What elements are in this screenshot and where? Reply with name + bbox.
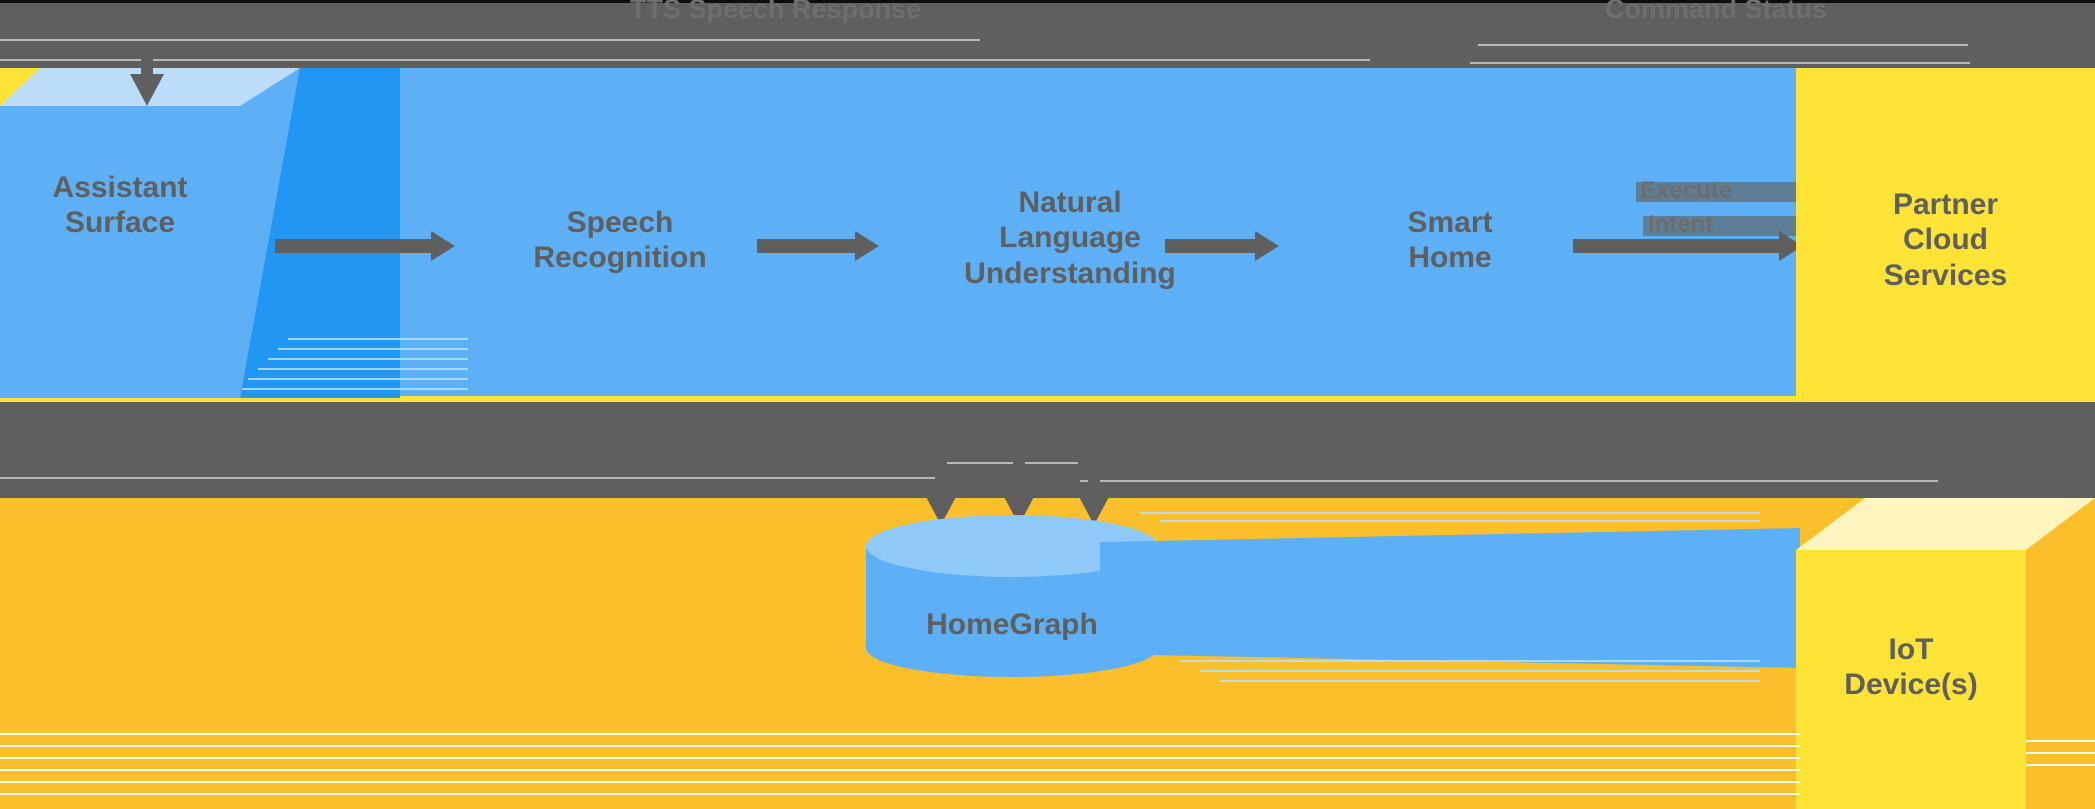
artifact-scanline — [242, 388, 468, 390]
edge-label-execute-intent-line1: Execute — [1640, 177, 1733, 204]
iot-devices-front-face — [1796, 550, 2026, 809]
artifact-scanline — [0, 745, 1800, 747]
arrow-shaft — [275, 239, 433, 253]
edge-label-tts-speech-response: TTS Speech Response — [630, 0, 922, 24]
assistant-surface-front-face — [0, 106, 240, 398]
yellow-divider-band — [0, 396, 2095, 402]
arrow-head — [130, 74, 164, 106]
top-hairline — [0, 0, 2095, 3]
artifact-scanline — [1220, 680, 1760, 682]
artifact-scanline — [2026, 752, 2095, 754]
artifact-scanline — [1200, 670, 1760, 672]
artifact-scanline — [288, 338, 468, 340]
arrow-nlu-to-smarthome — [1165, 231, 1279, 261]
arrow-shaft — [1165, 239, 1257, 253]
execute-intent-smear-2 — [1643, 216, 1798, 236]
arrow-smarthome-to-partner — [1573, 231, 1803, 261]
artifact-scanline — [248, 378, 468, 380]
artifact-scanline — [1160, 520, 1760, 522]
homegraph-bus-line-left — [0, 477, 940, 479]
artifact-scanline — [0, 769, 1800, 771]
artifact-scanline — [258, 368, 468, 370]
return-path-line-left — [0, 39, 980, 41]
execute-intent-smear-1 — [1636, 182, 1796, 202]
arrow-shaft — [935, 455, 947, 495]
tts-label-smear-1 — [615, 8, 885, 21]
return-path-line-right — [1470, 62, 1970, 64]
artifact-scanline — [0, 793, 1800, 795]
artifact-scanline — [278, 348, 468, 350]
return-path-line-mid — [0, 59, 1370, 61]
artifact-scanline — [268, 358, 468, 360]
homegraph-bus-line-mid — [938, 462, 1078, 464]
arrow-homegraph-in-2 — [1002, 440, 1036, 525]
arrow-shaft — [141, 44, 153, 76]
arrow-shaft — [1013, 440, 1025, 495]
arrow-shaft — [1573, 239, 1781, 253]
status-label-smear-2 — [1590, 22, 1865, 28]
iot-devices-side-face — [2026, 498, 2095, 809]
arrow-shaft — [1088, 455, 1100, 495]
arrow-shaft — [1938, 440, 1950, 498]
tts-label-smear-2 — [600, 22, 910, 28]
homegraph-bus-line-right — [1080, 480, 1940, 482]
status-label-smear-1 — [1595, 8, 1835, 21]
arrow-assistant-surface-in — [130, 44, 164, 106]
artifact-scanline — [0, 781, 1800, 783]
artifact-scanline — [0, 733, 1800, 735]
arrow-assistant-to-speech — [275, 231, 455, 261]
edge-label-execute-intent-line2: Intent — [1648, 211, 1714, 238]
arrow-head — [431, 231, 455, 261]
return-path-line-top — [1478, 44, 1968, 46]
homegraph-blue-smear — [1100, 528, 1800, 668]
artifact-scanline — [1180, 660, 1760, 662]
edge-label-command-status: Command Status — [1605, 0, 1828, 24]
arrow-head — [1255, 231, 1279, 261]
arrow-shaft — [757, 239, 857, 253]
gray-middle-band — [0, 402, 2095, 498]
artifact-scanline — [1140, 512, 1760, 514]
artifact-scanline — [2026, 740, 2095, 742]
artifact-scanline — [2026, 764, 2095, 766]
artifact-scanline — [0, 757, 1800, 759]
iot-devices-box[interactable] — [1796, 498, 2095, 809]
partner-cloud-services-box[interactable] — [1796, 68, 2095, 398]
assistant-surface-box[interactable] — [0, 68, 400, 398]
arrow-head — [855, 231, 879, 261]
arrow-speech-to-nlu — [757, 231, 879, 261]
